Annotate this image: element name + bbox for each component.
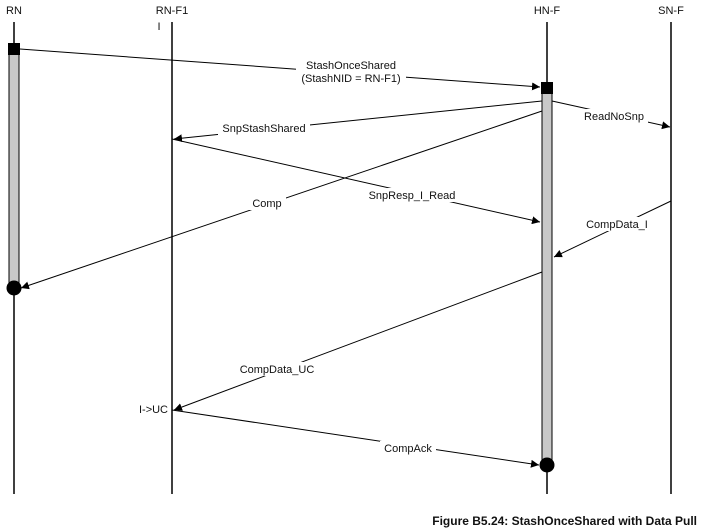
- end-circle-hn-f: [539, 457, 555, 473]
- message-label-read-no-snp: ReadNoSnp: [584, 111, 644, 123]
- message-label-stash-once-shared: StashOnceShared: [306, 60, 396, 72]
- lifeline-label-rn-f1: RN-F1: [156, 5, 188, 17]
- arrow-stash-once-shared: [19, 48, 541, 91]
- state-change-label: I->UC: [139, 404, 168, 416]
- message-label-snp-stash-shared: SnpStashShared: [222, 123, 305, 135]
- message-label-snp-resp: SnpResp_I_Read: [369, 190, 456, 202]
- lifeline-label-sn-f: SN-F: [658, 5, 684, 17]
- start-square-rn: [8, 43, 20, 55]
- label-bg-snp-resp: [362, 188, 462, 202]
- activation-bar-rn: [8, 48, 20, 289]
- label-bg-comp-data-i: [582, 217, 652, 231]
- lifeline-label-hn-f: HN-F: [534, 5, 561, 17]
- label-bg-stash-once-shared: [296, 58, 406, 86]
- activation-bar-hn-f: [541, 87, 553, 466]
- lifeline-label-rn: RN: [6, 5, 22, 17]
- start-square-hn-f: [541, 82, 553, 94]
- label-bg-read-no-snp: [580, 109, 648, 123]
- message-label-comp-ack: CompAck: [384, 443, 432, 455]
- lifeline-state-rn-f1: I: [157, 21, 160, 33]
- message-label-comp-data-i: CompData_I: [586, 219, 648, 231]
- figure-caption: Figure B5.24: StashOnceShared with Data …: [432, 514, 697, 528]
- message-sublabel-stash-nid: (StashNID = RN-F1): [301, 73, 400, 85]
- label-bg-comp-data-uc: [234, 362, 320, 376]
- label-bg-comp: [248, 196, 286, 210]
- message-label-comp-data-uc: CompData_UC: [240, 364, 315, 376]
- arrow-snp-resp: [171, 138, 541, 225]
- arrow-comp-ack: [171, 409, 540, 468]
- label-bg-snp-stash-shared: [218, 121, 310, 135]
- message-label-comp: Comp: [252, 198, 281, 210]
- label-bg-comp-ack: [380, 441, 436, 455]
- arrow-comp-data-uc: [173, 271, 543, 411]
- end-circle-rn: [6, 280, 22, 296]
